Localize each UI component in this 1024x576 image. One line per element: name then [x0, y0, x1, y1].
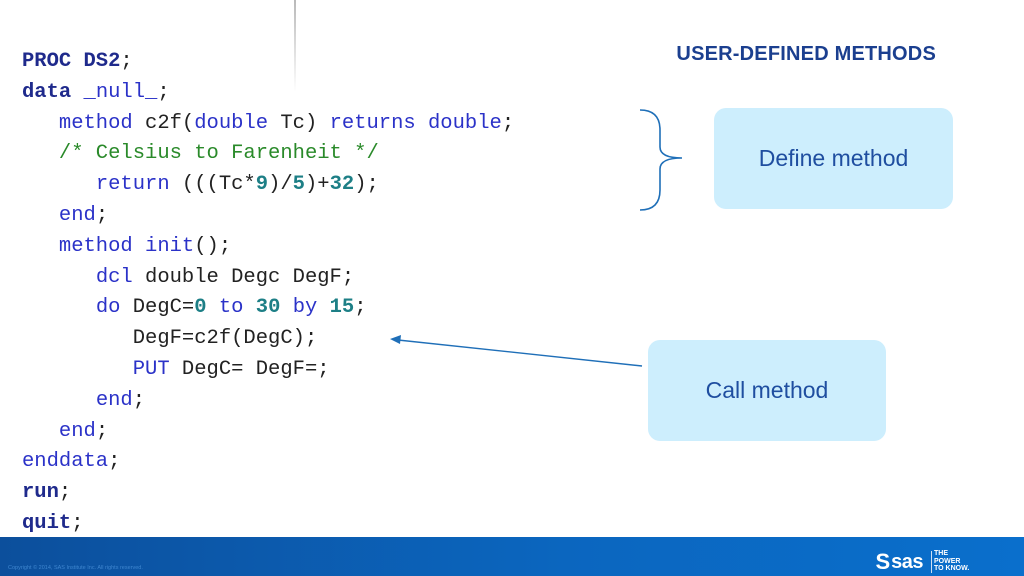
code-token: ; [95, 203, 109, 227]
code-token: 30 [255, 296, 281, 320]
code-token: ; [501, 111, 515, 135]
code-token: run [22, 481, 59, 505]
code-token: to [218, 296, 244, 320]
code-block: PROC DS2;data _null_; method c2f(double … [22, 47, 514, 540]
code-token: c2f( [132, 111, 195, 135]
logo-separator [931, 551, 932, 573]
sas-logo-text: sas [891, 550, 923, 573]
code-token: Tc) [268, 111, 330, 135]
code-line: /* Celsius to Farenheit */ [22, 139, 514, 170]
divider-line [294, 0, 296, 92]
code-line: enddata; [22, 447, 514, 478]
code-token: (((Tc* [169, 173, 256, 197]
code-line: dcl double Degc DegF; [22, 263, 514, 294]
call-method-callout: Call method [648, 340, 886, 441]
code-line: PUT DegC= DegF=; [22, 355, 514, 386]
code-token: method [58, 234, 133, 258]
code-line: return (((Tc*9)/5)+32); [22, 170, 514, 201]
code-line: end; [22, 201, 514, 232]
code-token: returns [329, 111, 416, 135]
code-token: PROC DS2 [22, 50, 121, 73]
copyright-text: Copyright © 2014, SAS Institute Inc. All… [8, 565, 143, 571]
code-line: method c2f(double Tc) returns double; [22, 109, 514, 140]
code-line: PROC DS2; [22, 47, 514, 78]
slide-title: USER-DEFINED METHODS [676, 43, 936, 65]
code-token: end [58, 203, 96, 227]
code-line: end; [22, 417, 514, 448]
code-token: init [145, 234, 195, 258]
code-token: ; [157, 80, 170, 104]
code-token: 32 [329, 173, 355, 197]
code-line: DegF=c2f(DegC); [22, 324, 514, 355]
tagline-line-3: TO KNOW. [934, 565, 970, 572]
code-token: ); [354, 173, 379, 197]
code-token: ; [95, 419, 109, 443]
code-line: method init(); [22, 232, 514, 263]
define-method-callout: Define method [714, 108, 953, 209]
call-arrow-line [397, 339, 643, 367]
code-line: end; [22, 386, 514, 417]
code-token: do [95, 296, 121, 320]
sas-swirl-icon: S [875, 549, 891, 574]
code-token: data [22, 80, 72, 104]
code-token: ; [71, 511, 84, 535]
code-token: double Degc DegF; [132, 265, 355, 289]
code-line: do DegC=0 to 30 by 15; [22, 293, 514, 324]
footer-bar: Copyright © 2014, SAS Institute Inc. All… [0, 537, 1024, 576]
code-token: 15 [329, 296, 355, 320]
code-token: ; [132, 388, 146, 412]
code-token: end [95, 388, 133, 412]
code-token: )+ [304, 173, 330, 197]
code-token: return [95, 173, 170, 197]
code-line: data _null_; [22, 78, 514, 109]
code-token: dcl [95, 265, 133, 289]
code-line: run; [22, 478, 514, 509]
sas-logo: S sas [875, 549, 940, 575]
code-token: DegC= [120, 296, 195, 320]
code-token: method [58, 111, 133, 135]
code-token: 0 [194, 296, 207, 320]
code-token: )/ [268, 173, 293, 197]
code-token: double [194, 111, 269, 135]
tagline: THE POWER TO KNOW. [934, 550, 974, 573]
code-token: double [428, 111, 502, 135]
tagline-line-2: POWER [934, 557, 961, 565]
code-token: ; [120, 50, 133, 73]
code-token: (); [194, 234, 232, 258]
code-token: ; [354, 296, 367, 320]
code-token: DegC= DegF=; [169, 357, 330, 381]
define-brace [639, 109, 683, 211]
code-token: by [292, 296, 318, 320]
code-token: end [58, 419, 96, 443]
code-token: ; [58, 481, 72, 505]
code-line: quit; [22, 509, 514, 540]
code-token: ; [108, 450, 121, 474]
code-token: /* Celsius to Farenheit */ [58, 142, 379, 166]
tagline-line-1: THE [934, 550, 948, 557]
code-token: enddata [22, 450, 109, 474]
code-token: 5 [292, 173, 305, 197]
code-token: _null_ [83, 80, 158, 104]
code-token: PUT [132, 357, 170, 381]
code-token: DegF=c2f(DegC); [22, 327, 318, 351]
code-token: quit [22, 511, 72, 535]
code-token: 9 [255, 173, 269, 197]
call-arrow-head [390, 335, 401, 344]
